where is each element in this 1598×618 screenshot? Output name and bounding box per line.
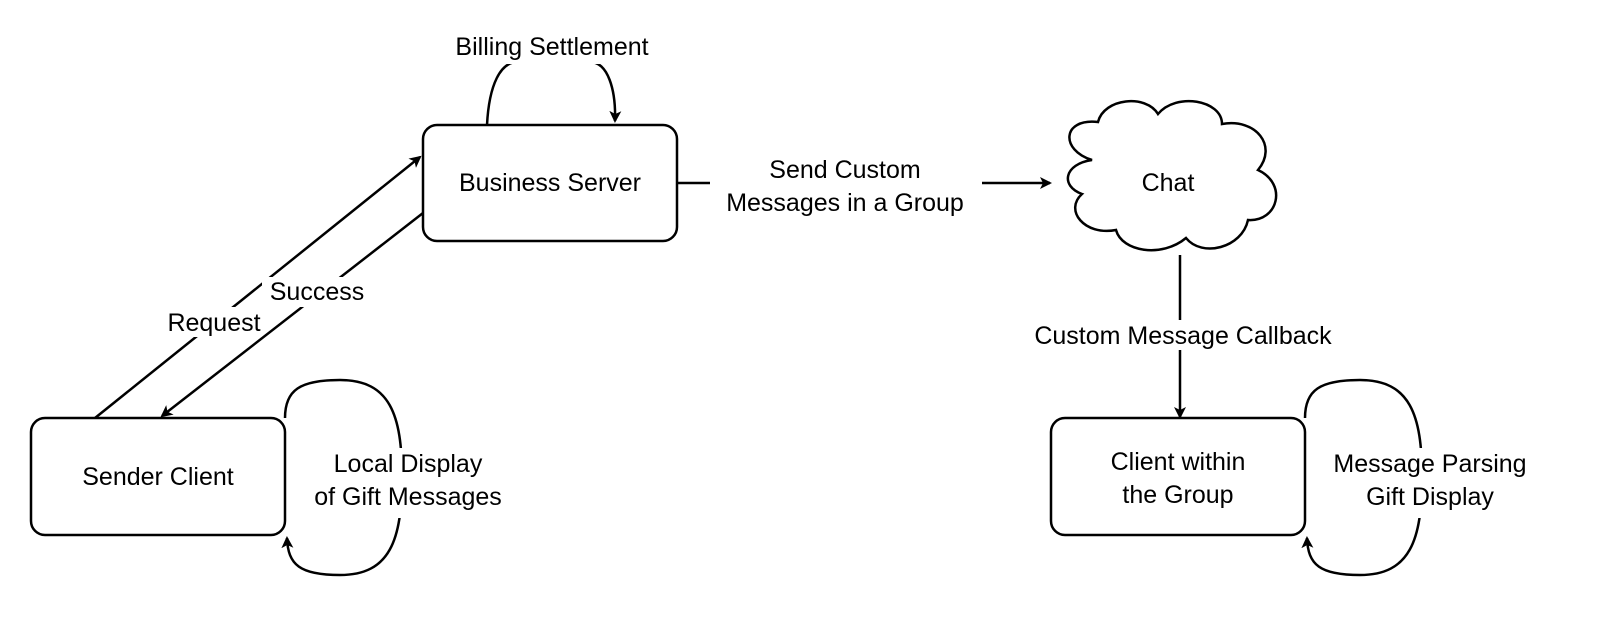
send-custom-edge: Send Custom Messages in a Group bbox=[677, 156, 1052, 217]
group-client-label-line1: Client within bbox=[1111, 448, 1246, 476]
chat-cloud-node: Chat bbox=[1066, 99, 1278, 252]
success-edge: Success bbox=[160, 212, 424, 418]
local-display-label-line2: of Gift Messages bbox=[314, 483, 502, 511]
request-edge: Request bbox=[94, 155, 422, 419]
cloud-shape bbox=[1066, 99, 1278, 252]
billing-loop-edge: Billing Settlement bbox=[434, 30, 670, 126]
callback-edge: Custom Message Callback bbox=[1034, 255, 1332, 419]
business-server-label: Business Server bbox=[459, 169, 641, 197]
message-parsing-loop-edge: Message Parsing Gift Display bbox=[1301, 378, 1544, 577]
billing-settlement-label: Billing Settlement bbox=[455, 33, 648, 61]
sender-client-node: Sender Client bbox=[29, 416, 287, 537]
callback-label: Custom Message Callback bbox=[1034, 322, 1332, 350]
group-client-node: Client within the Group bbox=[1049, 416, 1307, 537]
success-label: Success bbox=[270, 278, 364, 306]
chat-label: Chat bbox=[1142, 169, 1195, 197]
local-display-loop-edge: Local Display of Gift Messages bbox=[281, 378, 520, 577]
local-display-label-line1: Local Display bbox=[334, 450, 483, 478]
send-custom-label-line1: Send Custom bbox=[769, 156, 920, 184]
send-custom-label-line2: Messages in a Group bbox=[726, 189, 964, 217]
message-parsing-label-line1: Message Parsing bbox=[1333, 450, 1526, 478]
message-parsing-label-line2: Gift Display bbox=[1366, 483, 1494, 511]
sender-client-label: Sender Client bbox=[82, 463, 234, 491]
group-client-label-line2: the Group bbox=[1122, 481, 1233, 509]
request-label: Request bbox=[167, 309, 260, 337]
business-server-node: Business Server bbox=[421, 123, 679, 243]
